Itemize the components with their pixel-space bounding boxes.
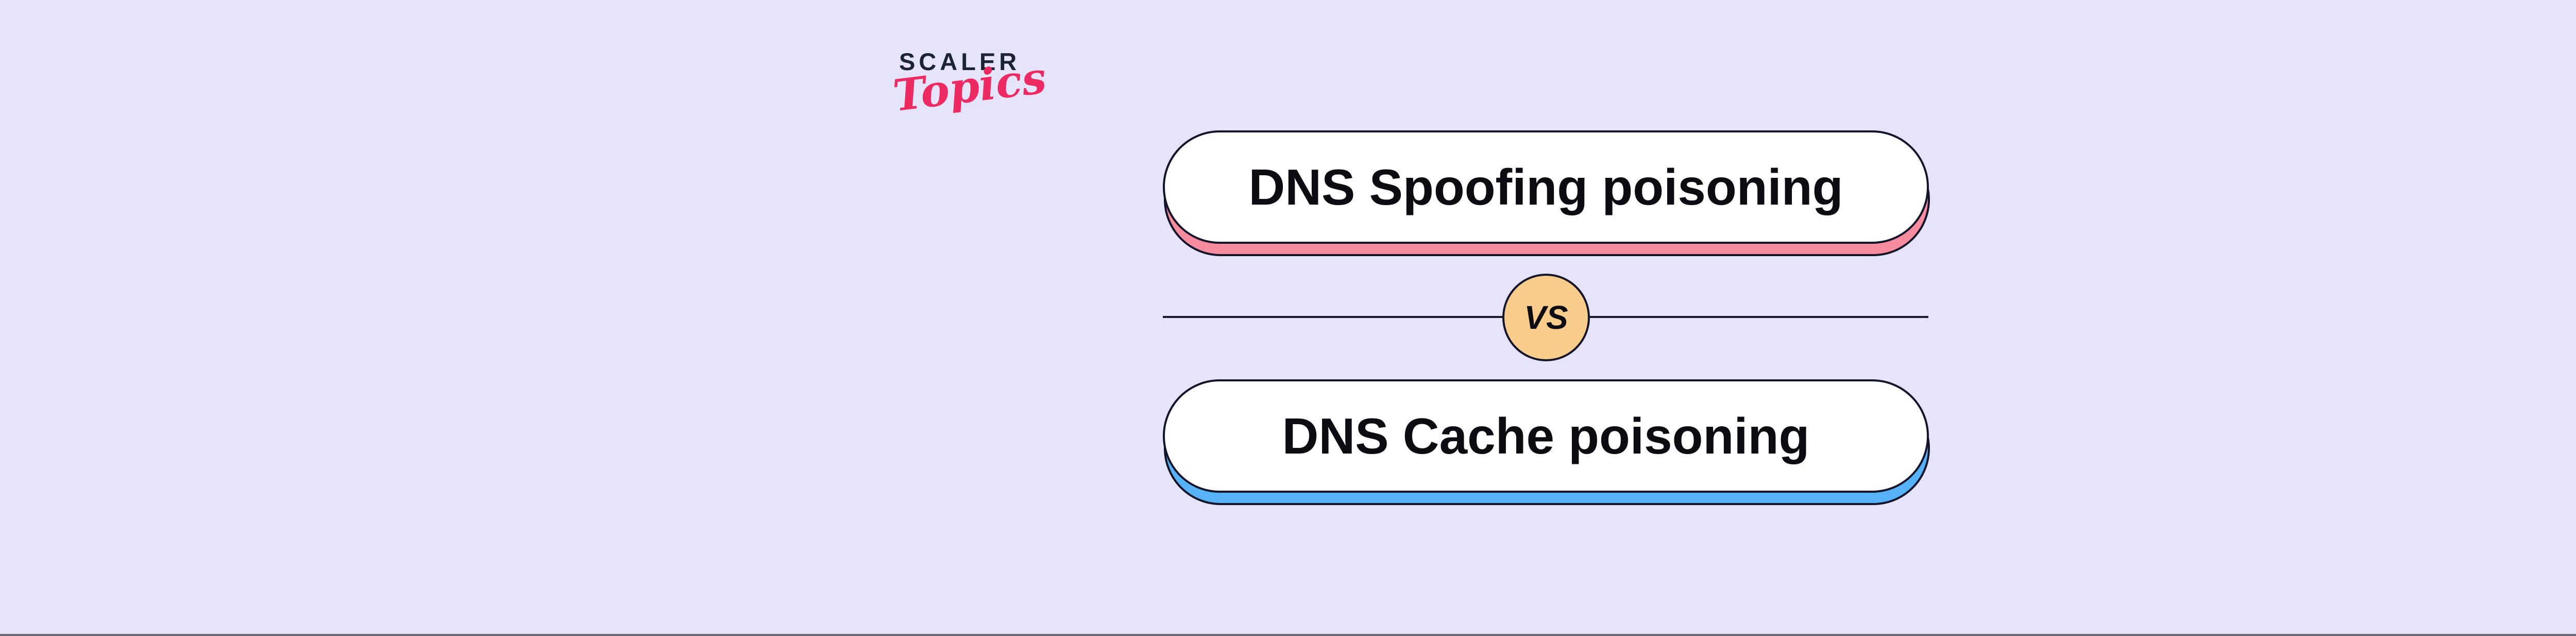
vs-label: VS [1524,299,1568,336]
logo-brand-text: SCALER [899,48,1021,75]
dns-spoofing-label: DNS Spoofing poisoning [1248,158,1843,215]
dns-cache-card-face: DNS Cache poisoning [1163,379,1929,493]
dns-cache-label: DNS Cache poisoning [1282,407,1810,464]
dns-spoofing-card-face: DNS Spoofing poisoning [1163,130,1929,244]
vs-badge: VS [1502,274,1590,361]
dns-cache-card: DNS Cache poisoning [1163,379,1930,505]
scaler-topics-logo: SCALER Topics [890,48,1049,121]
bottom-edge-rule [0,634,2576,636]
dns-spoofing-card: DNS Spoofing poisoning [1163,130,1930,256]
